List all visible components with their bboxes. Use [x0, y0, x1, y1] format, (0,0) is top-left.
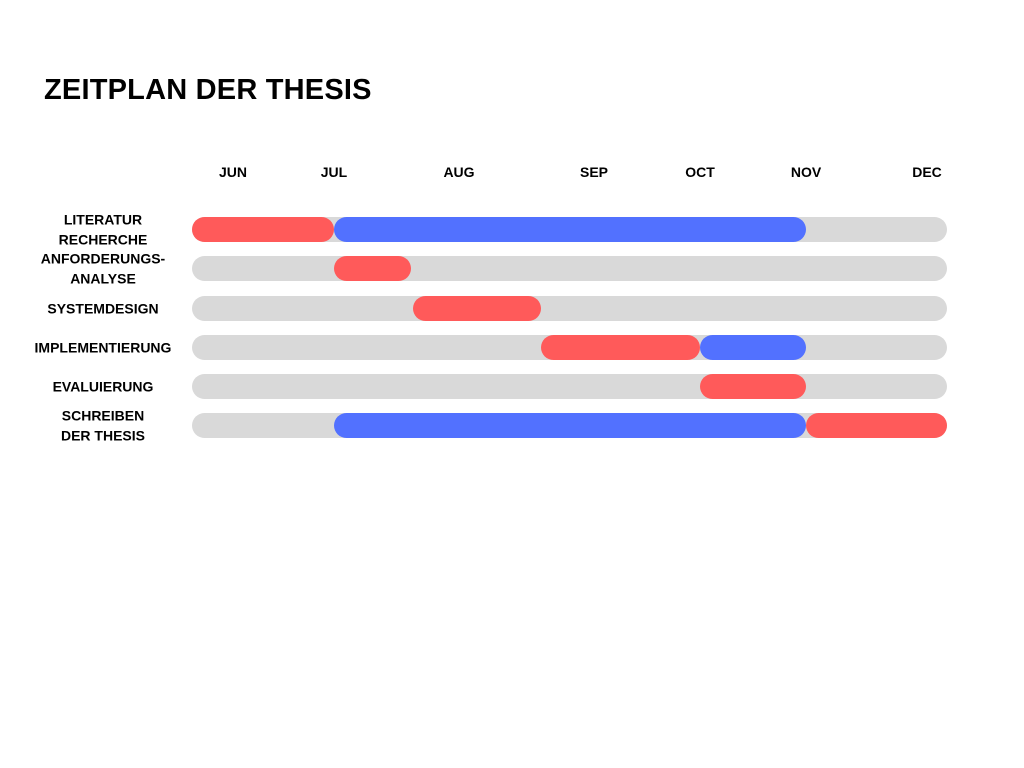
gantt-track-row-5 — [192, 374, 947, 399]
x-tick-label-sep: SEP — [580, 164, 608, 180]
gantt-track-row-3 — [192, 296, 947, 321]
x-tick-label-aug: AUG — [443, 164, 474, 180]
x-tick-label-oct: OCT — [685, 164, 715, 180]
row-label-2-line-2: ANALYSE — [70, 271, 136, 287]
gantt-bar-row-6-segment-2 — [806, 413, 947, 438]
x-tick-label-dec: DEC — [912, 164, 942, 180]
gantt-bar-row-6-segment-1 — [334, 413, 806, 438]
row-label-4-line-1: IMPLEMENTIERUNG — [35, 340, 172, 356]
gantt-bar-row-1-segment-1 — [192, 217, 334, 242]
x-tick-label-jun: JUN — [219, 164, 247, 180]
gantt-bar-row-2-segment-1 — [334, 256, 411, 281]
gantt-bar-row-4-segment-2 — [700, 335, 806, 360]
gantt-bar-row-1-segment-2 — [334, 217, 806, 242]
row-label-6-line-1: SCHREIBEN — [62, 408, 144, 424]
row-label-2-line-1: ANFORDERUNGS- — [41, 251, 166, 267]
row-label-1-line-1: LITERATUR — [64, 212, 142, 228]
row-label-3-line-1: SYSTEMDESIGN — [47, 301, 158, 317]
page-title: ZEITPLAN DER THESIS — [44, 74, 372, 106]
gantt-bar-row-3-segment-1 — [413, 296, 541, 321]
row-label-6-line-2: DER THESIS — [61, 428, 145, 444]
x-tick-label-jul: JUL — [321, 164, 348, 180]
gantt-bar-row-5-segment-1 — [700, 374, 806, 399]
gantt-track-row-2 — [192, 256, 947, 281]
row-label-1-line-2: RECHERCHE — [59, 232, 148, 248]
row-label-5-line-1: EVALUIERUNG — [53, 379, 154, 395]
gantt-bar-row-4-segment-1 — [541, 335, 700, 360]
x-tick-label-nov: NOV — [791, 164, 822, 180]
